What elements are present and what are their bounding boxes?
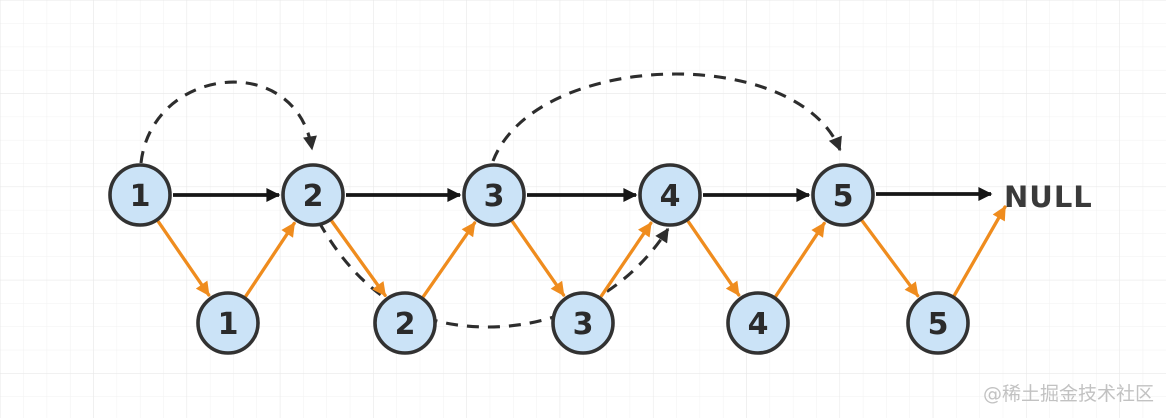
node-top-3: 3 <box>462 163 526 227</box>
node-value: 1 <box>218 307 239 342</box>
node-top-2: 2 <box>281 163 345 227</box>
weave-arrow-top3-bottom3 <box>510 219 566 297</box>
node-circle <box>462 163 526 227</box>
null-terminal-label: NULL <box>1004 180 1093 214</box>
node-circle <box>196 291 260 355</box>
node-circle <box>906 291 970 355</box>
node-value: 2 <box>395 307 416 342</box>
node-bottom-5: 5 <box>906 291 970 355</box>
node-circle <box>281 163 345 227</box>
weave-arrow-bottom2-top3 <box>421 221 477 299</box>
weave-arrow-top1-bottom1 <box>156 219 211 297</box>
weave-arrow-top2-bottom2 <box>330 219 387 298</box>
node-value: 5 <box>928 307 949 342</box>
node-circle <box>638 163 702 227</box>
node-value: 1 <box>130 179 151 214</box>
edges-layer <box>139 72 1007 329</box>
weave-arrow-top4-bottom4 <box>686 219 741 297</box>
weave-arrow-bottom4-top5 <box>774 221 826 298</box>
node-circle <box>811 163 875 227</box>
weave-arrow-bottom3-top4 <box>599 221 653 299</box>
node-bottom-4: 4 <box>726 291 790 355</box>
random-pointer-arc-3-5 <box>491 72 842 162</box>
node-circle <box>108 163 172 227</box>
node-circle <box>726 291 790 355</box>
node-value: 4 <box>660 179 681 214</box>
node-bottom-1: 1 <box>196 291 260 355</box>
node-bottom-3: 3 <box>551 291 615 355</box>
nodes-layer: 1 2 3 4 5 1 2 3 4 5 <box>108 163 970 355</box>
weave-arrow-bottom5-null <box>952 205 1007 298</box>
node-value: 3 <box>484 179 505 214</box>
watermark-text: @稀土掘金技术社区 <box>983 383 1154 405</box>
node-circle <box>373 291 437 355</box>
node-top-5: 5 <box>811 163 875 227</box>
node-value: 5 <box>833 179 854 214</box>
node-bottom-2: 2 <box>373 291 437 355</box>
node-value: 2 <box>303 179 324 214</box>
weave-arrow-bottom1-top2 <box>244 221 296 298</box>
weave-arrow-top5-bottom5 <box>860 219 920 298</box>
node-value: 4 <box>748 307 769 342</box>
node-top-4: 4 <box>638 163 702 227</box>
node-circle <box>551 291 615 355</box>
random-pointer-arc-2-4 <box>317 221 670 329</box>
node-value: 3 <box>573 307 594 342</box>
node-top-1: 1 <box>108 163 172 227</box>
random-pointer-arc-1-2 <box>139 80 317 164</box>
